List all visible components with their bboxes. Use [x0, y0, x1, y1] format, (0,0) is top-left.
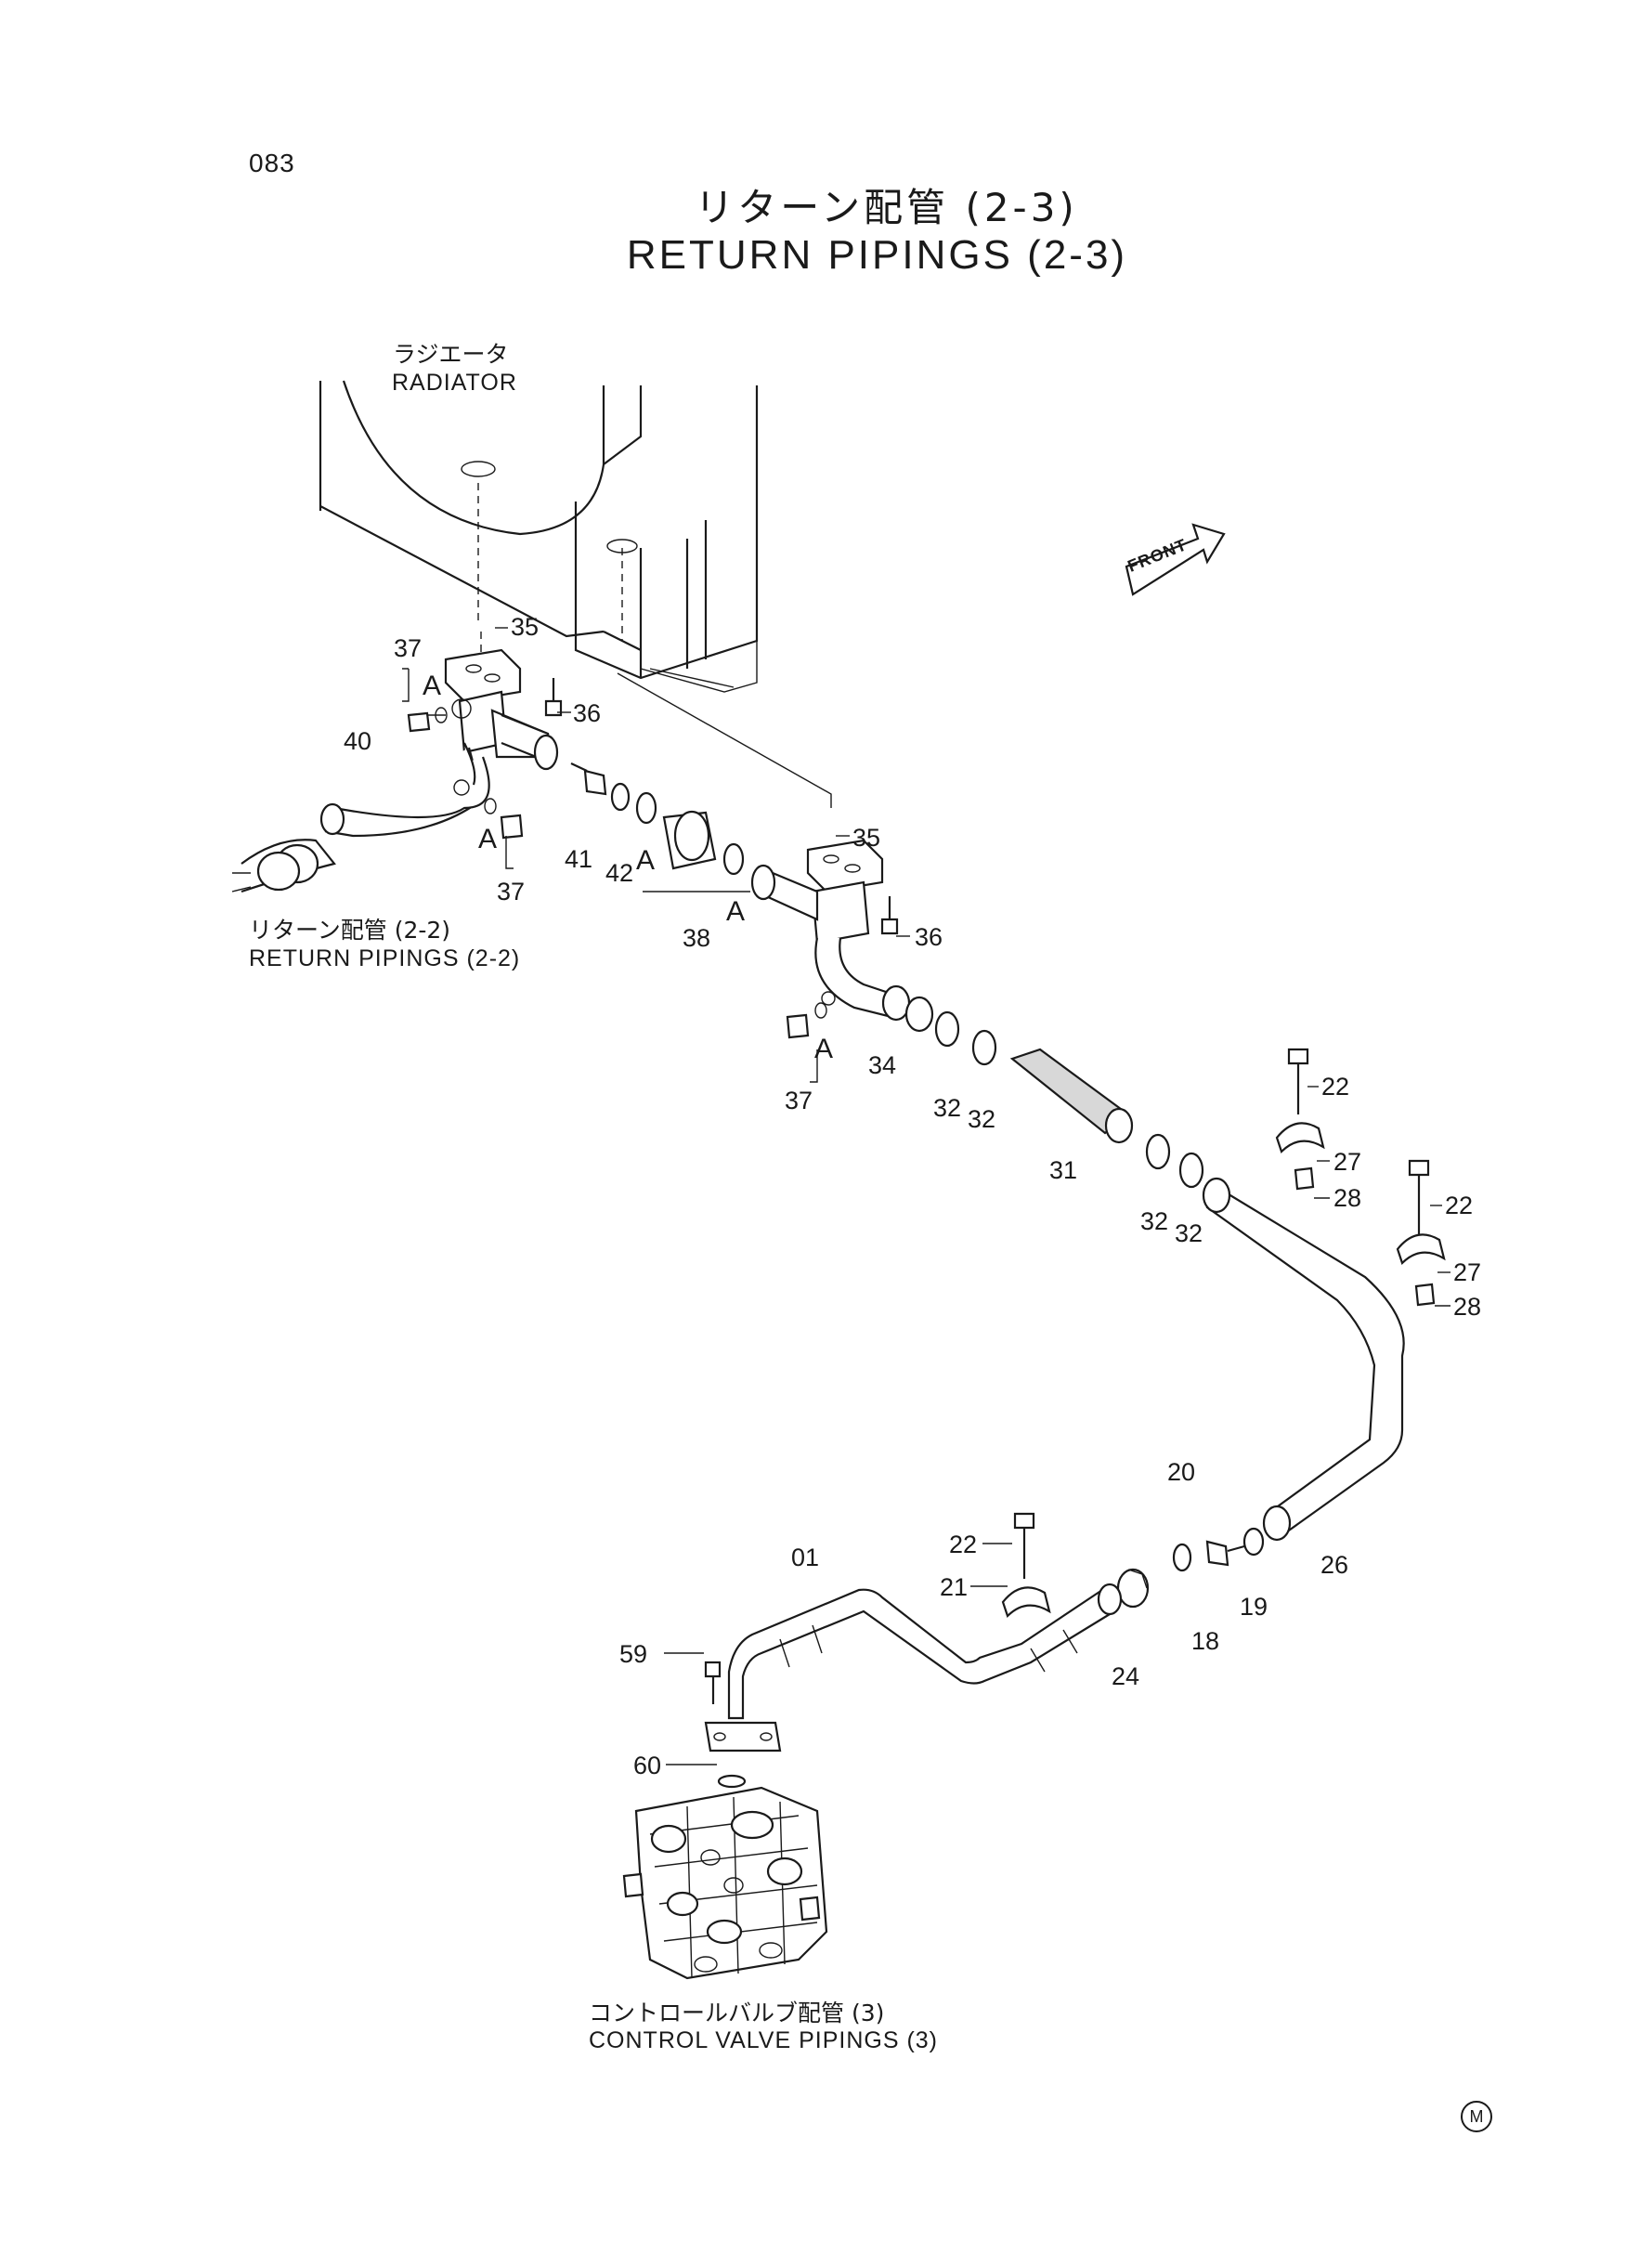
part-number: 26	[1320, 1551, 1349, 1579]
part-number: 32	[933, 1094, 962, 1122]
bottom-reference-ja: コントロールバルブ配管 (3)	[589, 2000, 885, 2026]
bolts	[544, 678, 899, 935]
page-title-english: RETURN PIPINGS (2-3)	[626, 232, 1128, 278]
pipe-26	[1202, 1177, 1405, 1542]
pipe-01-clamp-bracket	[1001, 1512, 1150, 1619]
plug-fittings	[407, 707, 827, 1039]
manufacturer-mark: M	[1461, 2101, 1492, 2132]
part-number: 20	[1167, 1458, 1196, 1486]
part-number: 31	[1049, 1156, 1078, 1184]
part-number: 32	[1140, 1207, 1169, 1235]
detail-mark-a: A	[726, 896, 746, 927]
part-number: 35	[852, 824, 881, 852]
front-arrow	[1125, 523, 1226, 596]
part-number: 38	[683, 924, 711, 952]
lower-fittings	[1172, 1527, 1265, 1572]
part-number: 18	[1191, 1627, 1220, 1655]
part-number: 27	[1333, 1148, 1362, 1176]
part-number: 24	[1112, 1662, 1140, 1690]
part-number: 21	[940, 1573, 969, 1601]
part-number: 22	[1445, 1192, 1474, 1219]
part-number: 35	[511, 613, 540, 641]
leader-line	[617, 672, 832, 808]
hose-and-clamps	[934, 1010, 1204, 1189]
upper-block-assembly	[319, 648, 559, 838]
middle-block-assembly	[750, 839, 934, 1033]
part-number: 32	[968, 1105, 996, 1133]
callout-leaders	[402, 627, 1450, 1765]
part-number: 19	[1240, 1593, 1268, 1621]
part-number: 60	[633, 1752, 662, 1779]
detail-mark-a: A	[423, 671, 442, 701]
part-number: 37	[394, 634, 423, 662]
radiator-label-ja: ラジエータ	[393, 341, 509, 368]
part-number: 34	[868, 1051, 897, 1079]
left-clamp	[231, 839, 336, 893]
part-number: 28	[1333, 1184, 1362, 1212]
page-number: 083	[249, 149, 295, 177]
left-reference-ja: リターン配管 (2-2)	[249, 917, 451, 944]
part-number: 22	[949, 1531, 978, 1558]
part-number: 36	[915, 923, 943, 951]
part-number: 37	[785, 1087, 813, 1114]
part-number: 01	[791, 1544, 820, 1571]
left-reference-en: RETURN PIPINGS (2-2)	[249, 945, 521, 971]
part-number: 42	[605, 859, 634, 887]
part-number: 32	[1175, 1219, 1203, 1247]
part-number: 28	[1453, 1293, 1482, 1321]
radiator-label-en: RADIATOR	[392, 370, 517, 396]
part-number: 27	[1453, 1258, 1482, 1286]
detail-mark-a: A	[478, 824, 498, 854]
radiator-outline	[319, 380, 759, 693]
part-number: 41	[565, 845, 593, 873]
part-number: 40	[344, 727, 372, 755]
detail-mark-a: A	[636, 845, 656, 876]
bottom-reference-en: CONTROL VALVE PIPINGS (3)	[589, 2027, 939, 2053]
page-title-japanese: リターン配管 (2-3)	[695, 185, 1078, 230]
part-number: 37	[497, 878, 526, 905]
part-number: 59	[619, 1640, 648, 1668]
control-valve	[622, 1786, 828, 1980]
part-number: 22	[1321, 1073, 1350, 1101]
pipe-01	[704, 1583, 1123, 1789]
detail-mark-a: A	[814, 1034, 834, 1064]
hose-fittings-group	[570, 762, 750, 892]
pipe-brackets	[1275, 1048, 1446, 1307]
part-number: 36	[573, 699, 602, 727]
